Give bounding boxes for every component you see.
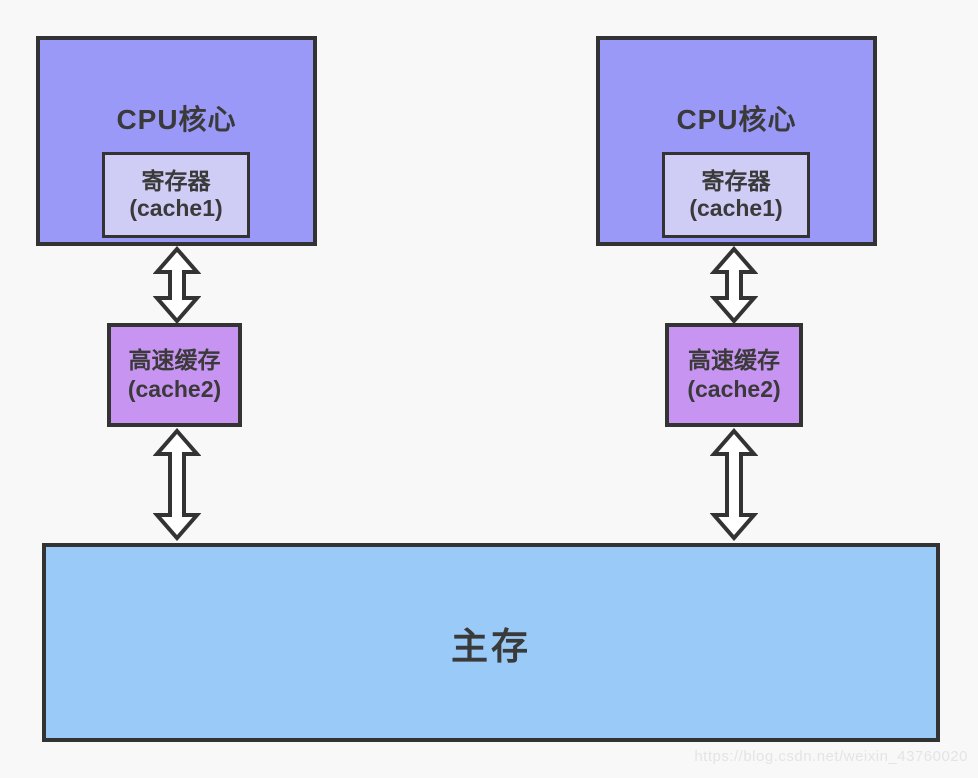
register-label-line2: (cache1) xyxy=(129,195,223,221)
cpu-core-box-left: CPU核心 寄存器 (cache1) xyxy=(36,36,317,246)
double-arrow-cache-memory-right-icon xyxy=(710,428,758,541)
main-memory-box: 主存 xyxy=(42,543,940,742)
register-label-line2: (cache1) xyxy=(689,195,783,221)
register-label-line1: 寄存器 xyxy=(701,168,771,194)
register-cache1-box-right: 寄存器 (cache1) xyxy=(662,152,810,238)
double-arrow-cache-memory-left-icon xyxy=(153,428,201,541)
cache2-label-line1: 高速缓存 xyxy=(688,347,780,373)
register-cache1-box-left: 寄存器 (cache1) xyxy=(102,152,250,238)
double-arrow-cpu-cache-left-icon xyxy=(153,246,201,324)
watermark-url: https://blog.csdn.net/weixin_43760020 xyxy=(694,748,968,765)
cache2-label-line2: (cache2) xyxy=(687,376,781,402)
register-label-line1: 寄存器 xyxy=(141,168,211,194)
double-arrow-cpu-cache-right-icon xyxy=(710,246,758,324)
cpu-core-box-right: CPU核心 寄存器 (cache1) xyxy=(596,36,877,246)
cache2-label-line1: 高速缓存 xyxy=(128,347,221,373)
cpu-core-title: CPU核心 xyxy=(676,104,797,135)
cache2-box-left: 高速缓存 (cache2) xyxy=(107,323,242,427)
cpu-core-title: CPU核心 xyxy=(116,104,237,135)
cache2-box-right: 高速缓存 (cache2) xyxy=(665,323,803,427)
cache2-label-line2: (cache2) xyxy=(127,376,222,402)
main-memory-label: 主存 xyxy=(451,625,531,667)
